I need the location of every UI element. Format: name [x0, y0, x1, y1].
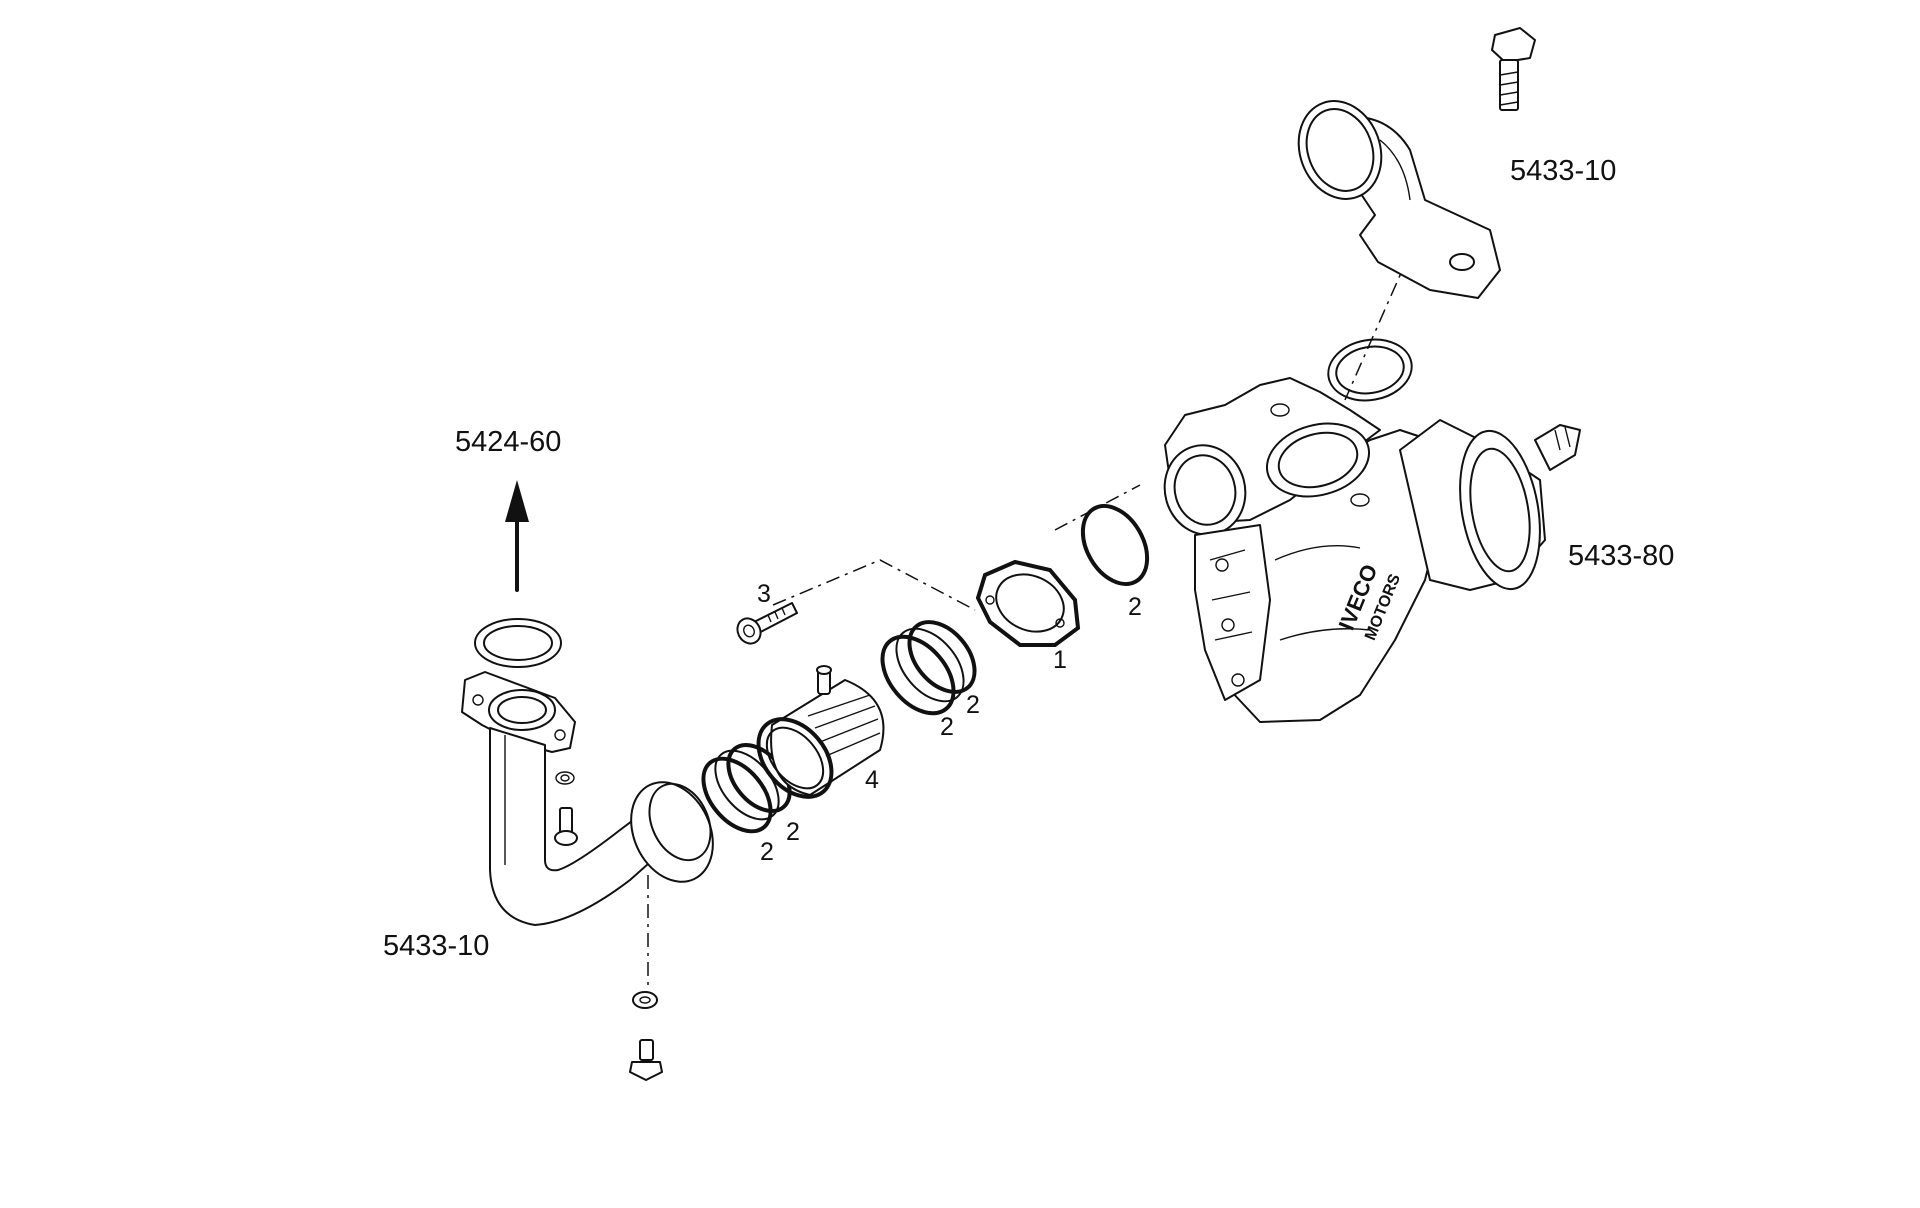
label-inlet-pipe: 5433-10 [383, 930, 489, 962]
outlet-elbow [1297, 100, 1501, 299]
pipe-top-gasket [474, 618, 562, 668]
part-number-1: 1 [1053, 646, 1067, 674]
direction-arrow-icon [505, 480, 529, 592]
bellows-sleeve [756, 665, 885, 799]
seal-ring-pair-upper [880, 620, 977, 716]
label-pump-assembly: 5433-80 [1568, 540, 1674, 572]
pipe-flange [461, 671, 576, 753]
seal-ring-elbow [1327, 338, 1413, 402]
label-outlet-elbow: 5433-10 [1510, 155, 1616, 187]
group-labels: 5424-60 5433-10 5433-80 5433-10 [383, 155, 1674, 962]
part-number-2: 2 [1128, 593, 1142, 621]
part-number-3: 3 [757, 580, 771, 608]
part-number-4: 4 [865, 766, 879, 794]
label-pipe-top-ref: 5424-60 [455, 426, 561, 458]
pipe-body [489, 727, 676, 926]
part-number-2: 2 [966, 691, 980, 719]
pump-housing: IVECO MOTORS [1163, 377, 1581, 723]
part-number-callouts: 1 2 2 2 2 2 3 4 [757, 580, 1142, 866]
hex-bolt [1491, 27, 1536, 111]
seal-ring-pump-inlet [1080, 504, 1150, 586]
cap-screw [736, 602, 798, 645]
part-number-2: 2 [940, 713, 954, 741]
part-number-2: 2 [760, 838, 774, 866]
part-number-2: 2 [786, 818, 800, 846]
flange-gasket [975, 559, 1081, 647]
inlet-pipe-assembly [461, 618, 714, 1081]
